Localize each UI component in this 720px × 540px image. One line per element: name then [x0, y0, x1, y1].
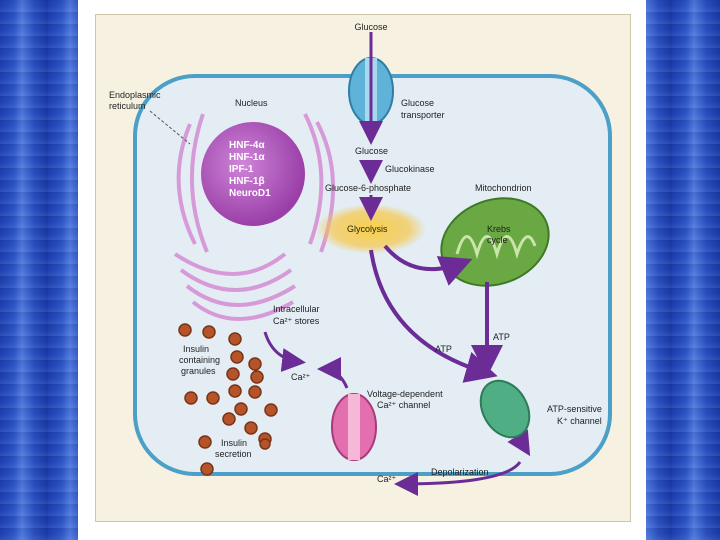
nucleus-factor: HNF-1β [229, 176, 265, 187]
label-transporter-1: Glucose [401, 98, 434, 108]
label-glucokinase: Glucokinase [385, 164, 435, 174]
label-er-2: reticulum [109, 101, 146, 111]
label-atp-right: ATP [493, 332, 510, 342]
label-krebs-1: Krebs [487, 224, 511, 234]
nucleus [201, 122, 305, 226]
endoplasmic-reticulum [173, 113, 335, 321]
label-g6p: Glucose-6-phosphate [325, 183, 411, 193]
label-vdcc-2: Ca²⁺ channel [377, 400, 430, 410]
nucleus-factor: HNF-1α [229, 152, 265, 163]
atp-sensitive-k-channel [479, 379, 531, 439]
label-atp-mid: ATP [435, 344, 452, 354]
label-secretion-1: Insulin [221, 438, 247, 448]
label-granules-1: Insulin [183, 344, 209, 354]
glycolysis-to-katp-arrow [369, 249, 498, 383]
label-ca-stores-2: Ca²⁺ stores [273, 316, 320, 326]
beta-cell-diagram: Glucose Endoplasmic reticulum Nucleus Gl… [109, 22, 612, 496]
nucleus-factor: IPF-1 [229, 164, 254, 175]
label-er-1: Endoplasmic [109, 90, 161, 100]
label-ca-bottom: Ca²⁺ [377, 474, 397, 484]
label-katp-2: K⁺ channel [557, 416, 602, 426]
label-krebs-2: cycle [487, 235, 508, 245]
label-ca-stores-1: Intracellular [273, 304, 320, 314]
voltage-dependent-ca-channel [331, 393, 377, 461]
depolarization-arrow [394, 461, 522, 496]
label-vdcc-1: Voltage-dependent [367, 389, 443, 399]
label-ca-mid: Ca²⁺ [291, 372, 311, 382]
label-mitochondrion: Mitochondrion [475, 183, 532, 193]
nucleus-factor: HNF-4α [229, 140, 265, 151]
label-glucose-inside: Glucose [355, 146, 388, 156]
nucleus-factor: NeuroD1 [229, 188, 271, 199]
label-granules-3: granules [181, 366, 216, 376]
label-glycolysis: Glycolysis [347, 224, 388, 234]
glycolysis-region [316, 204, 426, 254]
label-nucleus: Nucleus [235, 98, 268, 108]
label-transporter-2: transporter [401, 110, 445, 120]
label-katp-1: ATP-sensitive [547, 404, 602, 414]
glycolysis-to-mito-arrow [383, 244, 473, 286]
label-secretion-2: secretion [215, 449, 252, 459]
label-depolarization: Depolarization [431, 467, 489, 477]
stores-to-ca-arrow [263, 331, 306, 372]
label-granules-2: containing [179, 355, 220, 365]
label-glucose-top: Glucose [354, 22, 387, 32]
ca-to-granules-arrow [317, 357, 349, 389]
insulin-granules [178, 323, 278, 476]
